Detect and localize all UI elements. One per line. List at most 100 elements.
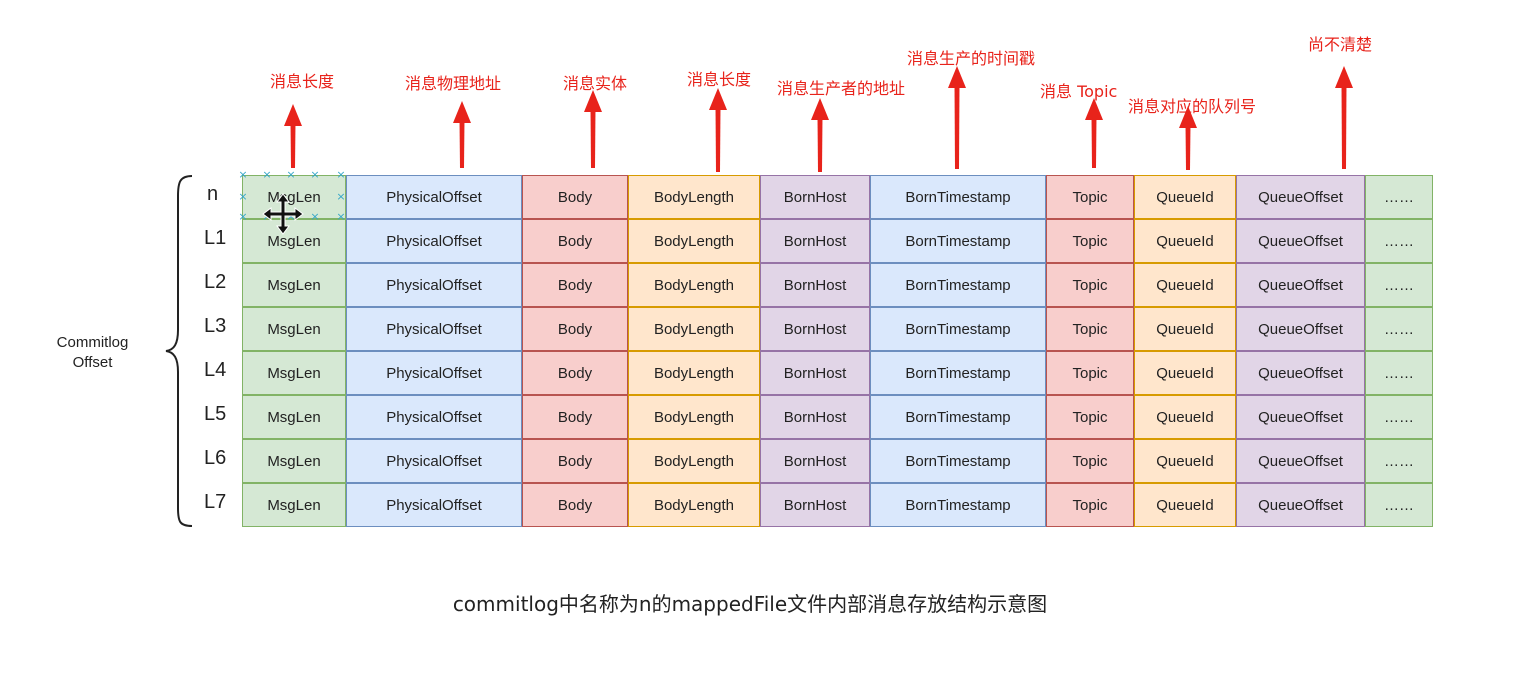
selection-handle[interactable]: × [310,168,320,181]
cell-more: …… [1365,175,1433,219]
cell-body: Body [522,263,628,307]
arrow-topic [1085,98,1103,168]
cell-msglen: MsgLen [242,439,346,483]
cell-physicaloffset: PhysicalOffset [346,439,522,483]
cell-queueoffset: QueueOffset [1236,219,1365,263]
cell-queueid: QueueId [1134,439,1236,483]
annotation-topic: 消息 Topic [1040,82,1118,101]
annotation-bornhost: 消息生产者的地址 [777,79,906,98]
selection-handle[interactable]: × [336,168,346,181]
cell-topic: Topic [1046,175,1134,219]
cell-queueid: QueueId [1134,263,1236,307]
cell-bornhost: BornHost [760,439,870,483]
selection-handle[interactable]: × [238,168,248,181]
cell-physicaloffset: PhysicalOffset [346,219,522,263]
annotation-msglen: 消息长度 [270,72,335,91]
annotation-physicaloffset: 消息物理地址 [405,74,502,93]
cell-msglen: MsgLen [242,307,346,351]
cell-msglen: MsgLen [242,395,346,439]
arrow-borntimestamp [948,66,966,169]
cell-queueoffset: QueueOffset [1236,483,1365,527]
cell-more: …… [1365,395,1433,439]
cell-bodylength: BodyLength [628,175,760,219]
cell-topic: Topic [1046,483,1134,527]
cell-borntimestamp: BornTimestamp [870,483,1046,527]
cell-bornhost: BornHost [760,219,870,263]
arrow-queueid [1179,106,1197,170]
cell-queueid: QueueId [1134,175,1236,219]
selection-handle[interactable]: × [336,190,346,203]
cell-msglen: MsgLen [242,483,346,527]
cell-queueoffset: QueueOffset [1236,175,1365,219]
cell-body: Body [522,351,628,395]
cell-topic: Topic [1046,439,1134,483]
commitlog-offset-label: Commitlog Offset [40,333,145,373]
row-label: L7 [204,491,227,513]
row-label: L6 [204,447,227,469]
cell-queueoffset: QueueOffset [1236,351,1365,395]
selection-handle[interactable]: × [286,168,296,181]
cell-bodylength: BodyLength [628,351,760,395]
cell-queueoffset: QueueOffset [1236,263,1365,307]
cell-bodylength: BodyLength [628,307,760,351]
cell-borntimestamp: BornTimestamp [870,175,1046,219]
cell-body: Body [522,307,628,351]
diagram-caption: commitlog中名称为n的mappedFile文件内部消息存放结构示意图 [452,592,1048,616]
cell-physicaloffset: PhysicalOffset [346,175,522,219]
cell-body: Body [522,219,628,263]
move-cursor-icon [262,193,304,235]
cell-bornhost: BornHost [760,175,870,219]
cell-topic: Topic [1046,351,1134,395]
cell-topic: Topic [1046,263,1134,307]
annotation-body: 消息实体 [563,74,628,93]
row-label: L2 [204,271,227,293]
cell-more: …… [1365,483,1433,527]
cell-msglen: MsgLen [242,351,346,395]
cell-more: …… [1365,263,1433,307]
annotation-queueid: 消息对应的队列号 [1128,97,1257,116]
selection-handle[interactable]: × [262,168,272,181]
annotation-borntimestamp: 消息生产的时间戳 [907,49,1036,68]
selection-handle[interactable]: × [238,190,248,203]
cell-queueoffset: QueueOffset [1236,307,1365,351]
cell-borntimestamp: BornTimestamp [870,351,1046,395]
cell-queueoffset: QueueOffset [1236,439,1365,483]
arrow-queueoffset [1335,66,1353,169]
offset-label-line1: Commitlog [56,334,129,351]
cell-bornhost: BornHost [760,483,870,527]
cell-topic: Topic [1046,219,1134,263]
cell-borntimestamp: BornTimestamp [870,439,1046,483]
cell-more: …… [1365,219,1433,263]
selection-handle[interactable]: × [238,210,248,223]
cell-bornhost: BornHost [760,351,870,395]
cell-borntimestamp: BornTimestamp [870,395,1046,439]
cell-bodylength: BodyLength [628,219,760,263]
selection-handle[interactable]: × [336,210,346,223]
arrow-msglen [284,104,302,168]
cell-more: …… [1365,351,1433,395]
cell-bodylength: BodyLength [628,483,760,527]
annotation-queueoffset: 尚不清楚 [1308,35,1373,54]
cell-queueoffset: QueueOffset [1236,395,1365,439]
row-label: n [207,183,219,205]
selection-handle[interactable]: × [310,210,320,223]
cell-queueid: QueueId [1134,219,1236,263]
cell-msglen: MsgLen [242,219,346,263]
cell-borntimestamp: BornTimestamp [870,307,1046,351]
cell-body: Body [522,175,628,219]
cell-bornhost: BornHost [760,395,870,439]
cell-body: Body [522,483,628,527]
row-label: L3 [204,315,227,337]
row-label: L5 [204,403,227,425]
cell-queueid: QueueId [1134,307,1236,351]
arrow-body [584,90,602,168]
cell-bodylength: BodyLength [628,395,760,439]
cell-more: …… [1365,307,1433,351]
cell-bodylength: BodyLength [628,263,760,307]
cell-queueid: QueueId [1134,395,1236,439]
cell-topic: Topic [1046,307,1134,351]
row-label: L1 [204,227,227,249]
cell-bornhost: BornHost [760,263,870,307]
curly-brace [165,175,193,527]
